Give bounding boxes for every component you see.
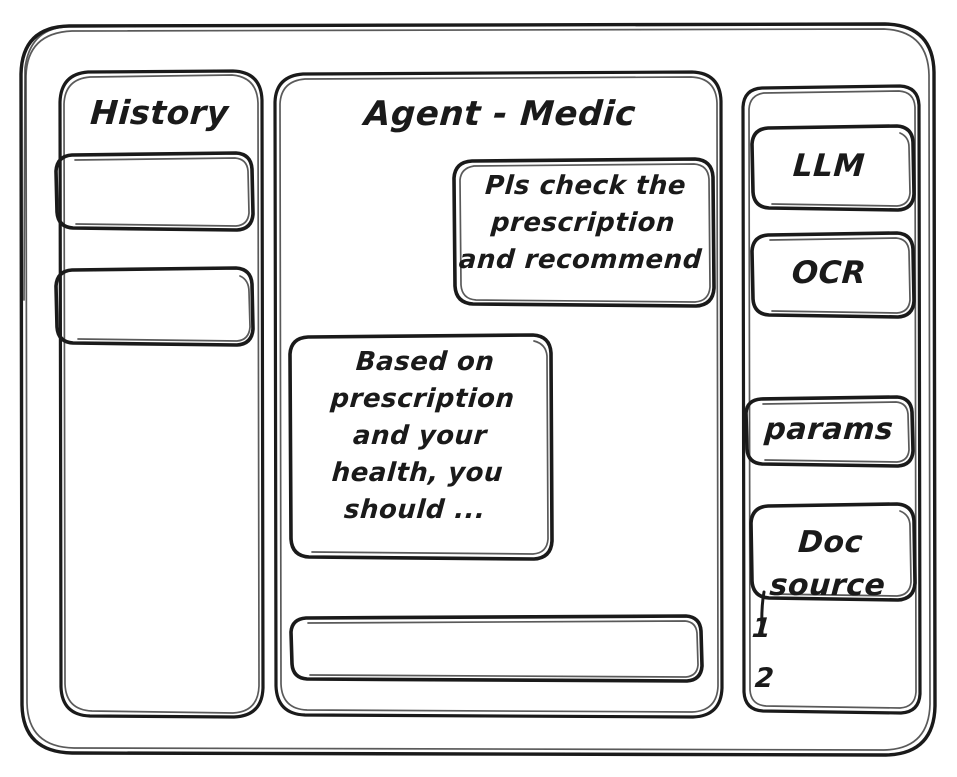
doc-source-connector [760, 590, 766, 636]
user-message-text: Pls check the prescription and recommend [457, 171, 703, 275]
tool-button-llm[interactable] [750, 124, 916, 212]
agent-panel-title: Agent - Medic [362, 94, 638, 134]
history-item-2[interactable] [54, 266, 255, 347]
agent-main-panel [273, 70, 724, 719]
user-message-bubble[interactable] [452, 157, 716, 308]
tool-button-ocr[interactable] [750, 231, 916, 319]
tool-button-ocr-label: OCR [790, 255, 868, 291]
tool-button-llm-label: LLM [791, 148, 867, 184]
tool-button-params[interactable] [744, 395, 915, 468]
doc-source-item-1[interactable]: 1 [750, 613, 773, 644]
history-panel-title: History [89, 93, 231, 132]
history-item-1[interactable] [54, 151, 255, 232]
tool-button-params-label: params [763, 412, 895, 447]
tool-button-doc-source-label: Doc source [768, 525, 887, 603]
doc-source-item-2[interactable]: 2 [753, 663, 776, 694]
message-composer[interactable] [289, 614, 704, 683]
history-panel [58, 69, 265, 719]
tool-button-doc-source[interactable] [749, 502, 917, 602]
tools-panel [741, 84, 922, 715]
agent-message-text: Based on prescription and your health, y… [329, 347, 516, 525]
app-window-frame [19, 22, 937, 757]
agent-message-bubble[interactable] [288, 333, 554, 561]
